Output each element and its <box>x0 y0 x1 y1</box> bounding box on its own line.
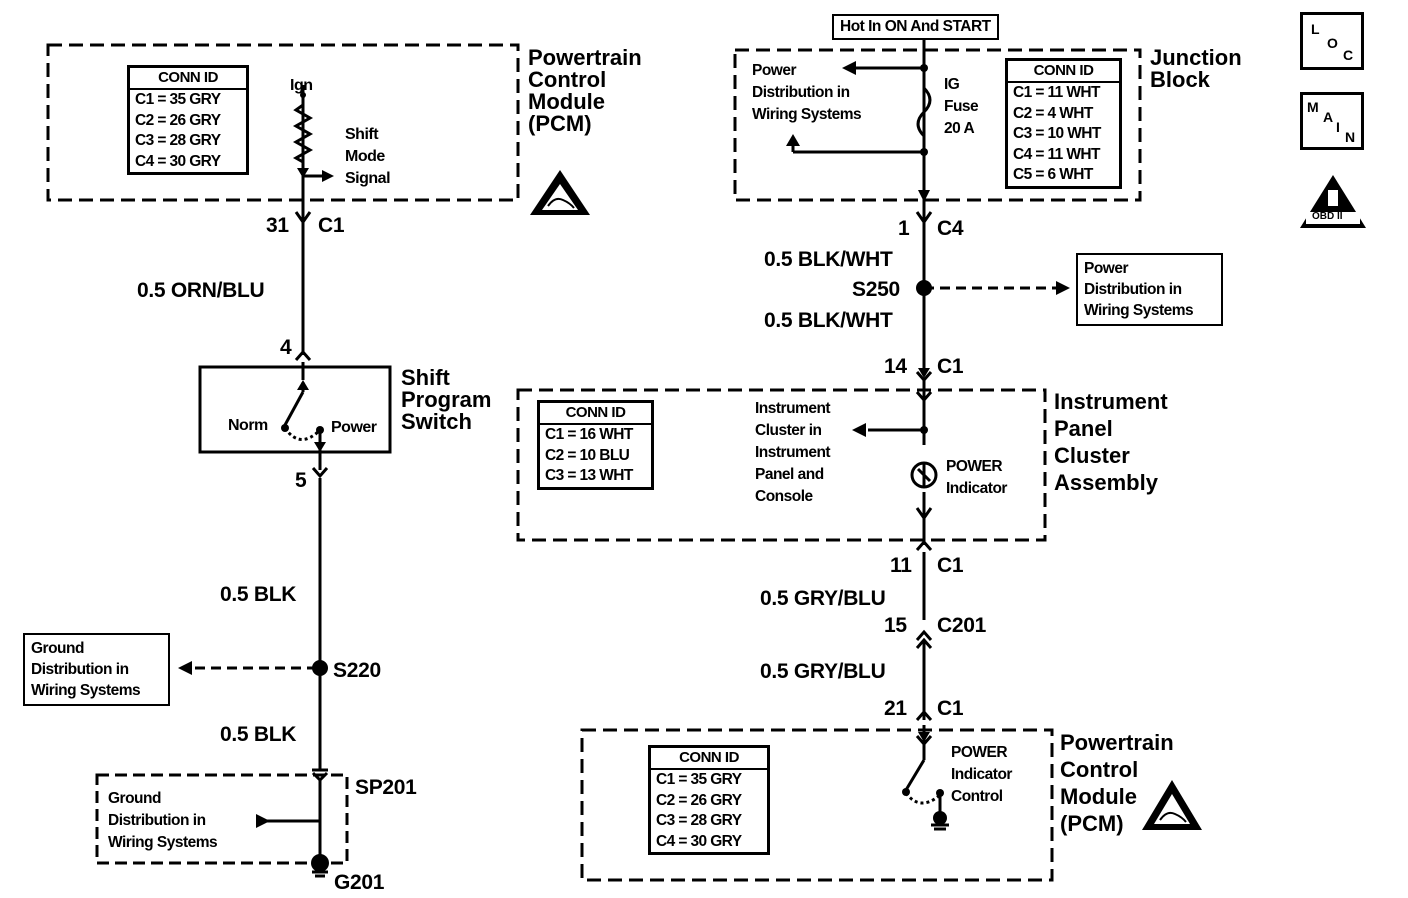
jb-conn-table: CONN ID C1 = 11 WHT C2 = 4 WHT C3 = 10 W… <box>1005 58 1122 189</box>
connector-c1-c: C1 <box>937 697 964 720</box>
cluster-title: Instrument Panel Cluster Assembly <box>1054 389 1168 495</box>
pcm-bottom-title: Powertrain Control Module (PCM) <box>1060 730 1174 836</box>
power-indicator-control-label: POWER Indicator Control <box>951 744 1012 805</box>
connector-c4: C4 <box>937 217 964 240</box>
connector-c201: C201 <box>937 614 987 637</box>
junction-block-title: Junction Block <box>1150 45 1242 92</box>
obd-label: OBD II <box>1312 211 1343 222</box>
pin-11: 11 <box>890 554 912 577</box>
pcm-bottom-box <box>580 728 1054 882</box>
connector-c1-top: C1 <box>318 214 345 237</box>
esd-warning-icon-2 <box>1142 780 1202 830</box>
pin-5: 5 <box>295 469 307 492</box>
ground-distribution-ref[interactable]: Ground Distribution in Wiring Systems <box>23 633 170 706</box>
wire-blk-1: 0.5 BLK <box>220 583 297 606</box>
jb-power-distribution-ref[interactable]: Power Distribution in Wiring Systems <box>752 62 862 123</box>
splice-s220: S220 <box>333 659 381 682</box>
ground-distribution-ref-2[interactable]: Ground Distribution in Wiring Systems <box>108 790 218 851</box>
connector-c1-b: C1 <box>937 554 964 577</box>
wire-blk-2: 0.5 BLK <box>220 723 297 746</box>
pin-21: 21 <box>884 697 907 720</box>
pin-4: 4 <box>280 336 292 359</box>
s250-power-distribution-ref[interactable]: Power Distribution in Wiring Systems <box>1076 253 1223 326</box>
pin-31: 31 <box>266 214 289 237</box>
ig-fuse-label: IG Fuse 20 A <box>944 76 979 137</box>
wire-gry-blu-1: 0.5 GRY/BLU <box>760 587 886 610</box>
pcm-top-title: Powertrain Control Module (PCM) <box>528 45 642 136</box>
pcm-bottom-conn-table: CONN ID C1 = 35 GRY C2 = 26 GRY C3 = 28 … <box>648 745 770 855</box>
pcm-top-conn-table: CONN ID C1 = 35 GRY C2 = 26 GRY C3 = 28 … <box>127 65 249 175</box>
shift-switch-box <box>198 365 392 454</box>
cluster-conn-table: CONN ID C1 = 16 WHT C2 = 10 BLU C3 = 13 … <box>537 400 654 490</box>
ign-label: Ign <box>290 77 313 94</box>
pin-1: 1 <box>898 217 910 240</box>
hot-in-on-start: Hot In ON And START <box>832 14 999 40</box>
splice-s250: S250 <box>852 278 900 301</box>
shift-program-switch-title: Shift Program Switch <box>401 365 492 434</box>
connector-c1-a: C1 <box>937 355 964 378</box>
pcm-top-box <box>46 43 520 202</box>
pin-15: 15 <box>884 614 907 637</box>
esd-warning-icon <box>530 170 590 215</box>
power-indicator-label: POWER Indicator <box>946 458 1007 497</box>
shift-mode-signal-label: Shift Mode Signal <box>345 126 391 187</box>
wire-orn-blu: 0.5 ORN/BLU <box>137 279 265 302</box>
sp201-box <box>95 773 349 865</box>
wire-blk-wht-1: 0.5 BLK/WHT <box>764 248 893 271</box>
splice-sp201: SP201 <box>355 776 417 799</box>
junction-block-box <box>733 48 1142 202</box>
loc-icon[interactable]: L O C <box>1300 12 1364 70</box>
cluster-instrument-ref[interactable]: Instrument Cluster in Instrument Panel a… <box>755 400 831 505</box>
pin-14: 14 <box>884 355 907 378</box>
norm-label: Norm <box>228 417 268 434</box>
power-label: Power <box>331 419 377 436</box>
main-icon[interactable]: M A I N <box>1300 92 1364 150</box>
wire-blk-wht-2: 0.5 BLK/WHT <box>764 309 893 332</box>
ground-g201: G201 <box>334 871 385 894</box>
cluster-box <box>516 388 1047 542</box>
obd-icon <box>1300 175 1366 228</box>
wire-gry-blu-2: 0.5 GRY/BLU <box>760 660 886 683</box>
